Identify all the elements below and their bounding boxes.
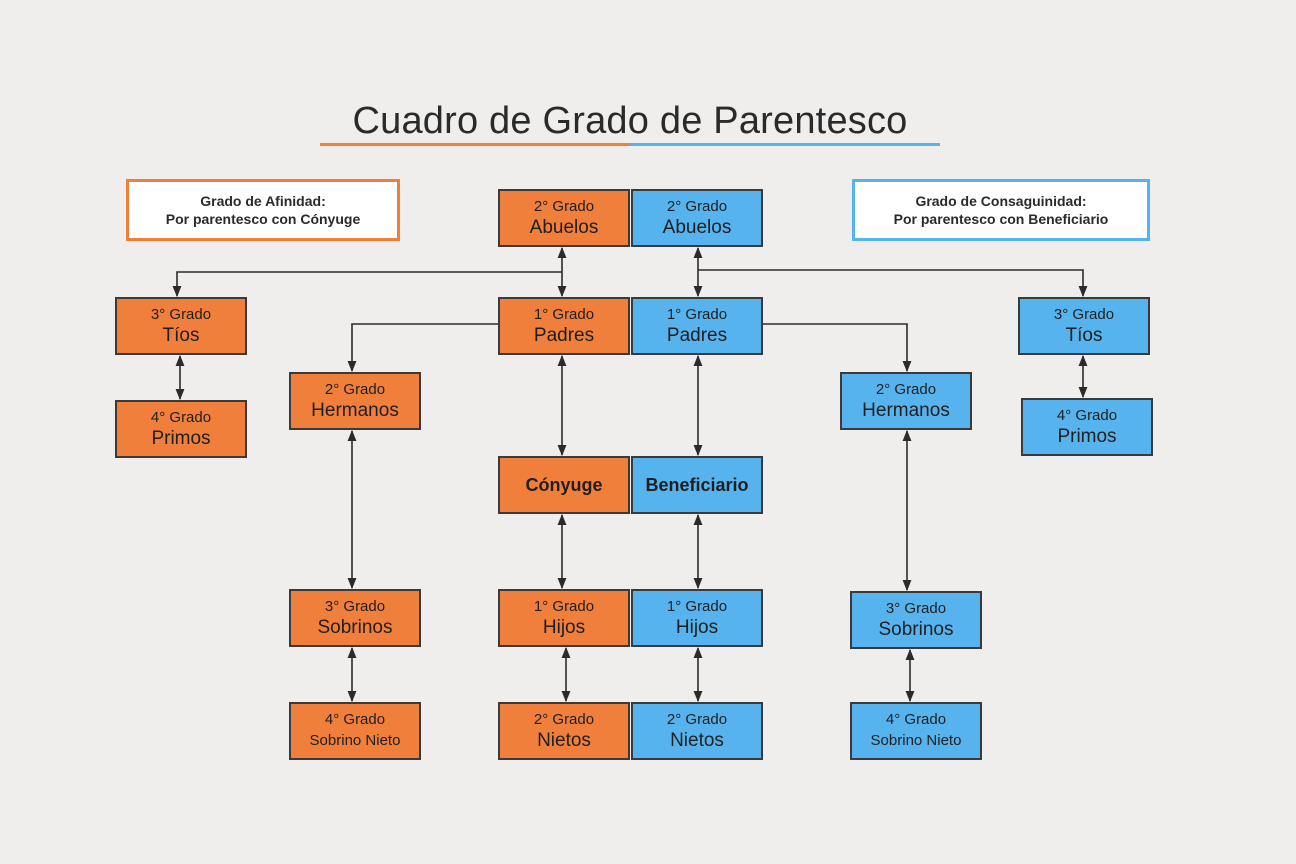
node-label: Hermanos xyxy=(862,400,950,421)
node-label: Tíos xyxy=(162,325,200,346)
node-hijos-consanguinity: 1° Grado Hijos xyxy=(631,589,763,647)
node-degree: 4° Grado xyxy=(885,711,947,728)
diagram-title: Cuadro de Grado de Parentesco xyxy=(352,100,908,142)
node-nietos-affinity: 2° Grado Nietos xyxy=(498,702,630,760)
node-label: Abuelos xyxy=(662,217,732,238)
node-label: Primos xyxy=(1057,426,1117,447)
node-label: Beneficiario xyxy=(645,474,749,495)
node-degree: 2° Grado xyxy=(666,198,728,215)
node-padres-affinity: 1° Grado Padres xyxy=(498,297,630,355)
node-label: Hijos xyxy=(675,617,719,638)
node-degree: 3° Grado xyxy=(1053,306,1115,323)
node-degree: 2° Grado xyxy=(324,381,386,398)
node-degree: 2° Grado xyxy=(666,711,728,728)
node-label: Cónyuge xyxy=(525,474,603,495)
connector-grandparents-uncles-consanguinity xyxy=(698,269,1088,298)
node-degree: 2° Grado xyxy=(533,198,595,215)
node-hijos-affinity: 1° Grado Hijos xyxy=(498,589,630,647)
node-abuelos-consanguinity: 2° Grado Abuelos xyxy=(631,189,763,247)
node-label: Hermanos xyxy=(311,400,399,421)
node-label: Sobrino Nieto xyxy=(870,732,962,749)
node-degree: 3° Grado xyxy=(885,600,947,617)
connector-parents-siblings-consanguinity xyxy=(763,323,912,373)
node-label: Hijos xyxy=(542,617,586,638)
node-degree: 2° Grado xyxy=(875,381,937,398)
node-label: Sobrino Nieto xyxy=(309,732,401,749)
legend-affinity: Grado de Afinidad: Por parentesco con Có… xyxy=(126,179,400,241)
node-primos-affinity: 4° Grado Primos xyxy=(115,400,247,458)
node-sobrino-nieto-consanguinity: 4° Grado Sobrino Nieto xyxy=(850,702,982,760)
node-sobrinos-affinity: 3° Grado Sobrinos xyxy=(289,589,421,647)
title-underline-affinity xyxy=(320,143,630,146)
node-degree: 4° Grado xyxy=(1056,407,1118,424)
node-label: Nietos xyxy=(537,730,591,751)
node-label: Abuelos xyxy=(529,217,599,238)
node-degree: 4° Grado xyxy=(150,409,212,426)
node-sobrinos-consanguinity: 3° Grado Sobrinos xyxy=(850,591,982,649)
node-conyuge: Cónyuge xyxy=(498,456,630,514)
node-beneficiario: Beneficiario xyxy=(631,456,763,514)
legend-consanguinity-line2: Por parentesco con Beneficiario xyxy=(893,211,1109,227)
node-sobrino-nieto-affinity: 4° Grado Sobrino Nieto xyxy=(289,702,421,760)
node-label: Sobrinos xyxy=(317,617,393,638)
node-tios-affinity: 3° Grado Tíos xyxy=(115,297,247,355)
node-degree: 2° Grado xyxy=(533,711,595,728)
node-label: Nietos xyxy=(670,730,724,751)
node-padres-consanguinity: 1° Grado Padres xyxy=(631,297,763,355)
node-degree: 3° Grado xyxy=(324,598,386,615)
node-hermanos-affinity: 2° Grado Hermanos xyxy=(289,372,421,430)
legend-consanguinity: Grado de Consaguinidad: Por parentesco c… xyxy=(852,179,1150,241)
node-degree: 4° Grado xyxy=(324,711,386,728)
node-label: Padres xyxy=(533,325,595,346)
connector-grandparents-uncles-affinity xyxy=(172,271,562,298)
legend-affinity-line2: Por parentesco con Cónyuge xyxy=(165,211,361,227)
title-underline-consanguinity xyxy=(630,143,940,146)
node-degree: 1° Grado xyxy=(666,598,728,615)
node-hermanos-consanguinity: 2° Grado Hermanos xyxy=(840,372,972,430)
connector-parents-siblings-affinity xyxy=(347,323,498,373)
node-label: Padres xyxy=(666,325,728,346)
node-degree: 3° Grado xyxy=(150,306,212,323)
node-degree: 1° Grado xyxy=(666,306,728,323)
node-nietos-consanguinity: 2° Grado Nietos xyxy=(631,702,763,760)
legend-affinity-line1: Grado de Afinidad: xyxy=(200,193,326,209)
node-primos-consanguinity: 4° Grado Primos xyxy=(1021,398,1153,456)
node-label: Tíos xyxy=(1065,325,1103,346)
node-tios-consanguinity: 3° Grado Tíos xyxy=(1018,297,1150,355)
node-abuelos-affinity: 2° Grado Abuelos xyxy=(498,189,630,247)
node-degree: 1° Grado xyxy=(533,598,595,615)
legend-consanguinity-line1: Grado de Consaguinidad: xyxy=(915,193,1087,209)
node-label: Sobrinos xyxy=(878,619,954,640)
node-label: Primos xyxy=(151,428,211,449)
node-degree: 1° Grado xyxy=(533,306,595,323)
